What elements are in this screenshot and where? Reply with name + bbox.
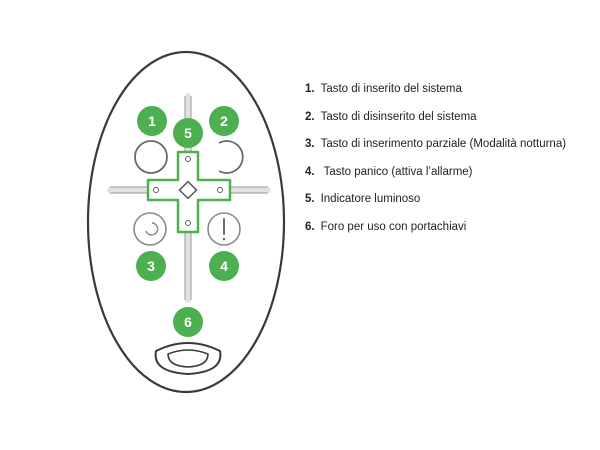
legend-text: Tasto di inserito del sistema bbox=[320, 83, 462, 95]
legend-number: 3. bbox=[305, 138, 315, 150]
key-fob-diagram: 1 2 5 3 4 6 bbox=[86, 50, 286, 394]
legend-item-3: 3. Tasto di inserimento parziale (Modalit… bbox=[305, 137, 566, 165]
badge-5: 5 bbox=[173, 118, 203, 148]
led-cross-icon bbox=[146, 150, 232, 234]
legend-item-2: 2. Tasto di disinserito del sistema bbox=[305, 110, 566, 138]
keyring-hole-icon bbox=[154, 342, 222, 376]
legend-text: Tasto panico (attiva l’allarme) bbox=[320, 165, 473, 178]
legend-item-6: 6. Foro per uso con portachiavi bbox=[305, 220, 566, 248]
legend-number: 6. bbox=[305, 220, 315, 233]
badge-1-label: 1 bbox=[148, 113, 156, 129]
badge-4-label: 4 bbox=[220, 258, 228, 274]
badge-2: 2 bbox=[209, 106, 239, 136]
legend-number: 5. bbox=[305, 193, 315, 205]
badge-2-label: 2 bbox=[220, 113, 228, 129]
badge-3-label: 3 bbox=[147, 258, 155, 274]
badge-5-label: 5 bbox=[184, 125, 192, 141]
moon-arc-icon bbox=[145, 222, 159, 236]
circle-ring-icon[interactable] bbox=[134, 140, 168, 174]
legend-text: Tasto di inserimento parziale (Modalità … bbox=[320, 138, 567, 150]
legend-item-4: 4. Tasto panico (attiva l’allarme) bbox=[305, 165, 566, 193]
legend-item-5: 5. Indicatore luminoso bbox=[305, 192, 566, 220]
badge-1: 1 bbox=[137, 106, 167, 136]
badge-6-label: 6 bbox=[184, 314, 192, 330]
legend-list: 1. Tasto di inserito del sistema 2. Tasto … bbox=[305, 82, 566, 247]
legend-text: Indicatore luminoso bbox=[320, 193, 421, 205]
badge-3: 3 bbox=[136, 251, 166, 281]
legend-number: 2. bbox=[305, 110, 315, 123]
partial-arm-button[interactable] bbox=[133, 212, 167, 246]
open-ring-icon[interactable] bbox=[218, 140, 244, 174]
panic-button[interactable] bbox=[207, 212, 241, 246]
legend-number: 4. bbox=[305, 165, 315, 178]
badge-6: 6 bbox=[173, 307, 203, 337]
legend-number: 1. bbox=[305, 83, 315, 95]
badge-4: 4 bbox=[209, 251, 239, 281]
legend-text: Tasto di disinserito del sistema bbox=[320, 110, 477, 123]
legend-text: Foro per uso con portachiavi bbox=[320, 220, 467, 233]
exclamation-icon bbox=[222, 218, 226, 241]
legend-item-1: 1. Tasto di inserito del sistema bbox=[305, 82, 566, 110]
